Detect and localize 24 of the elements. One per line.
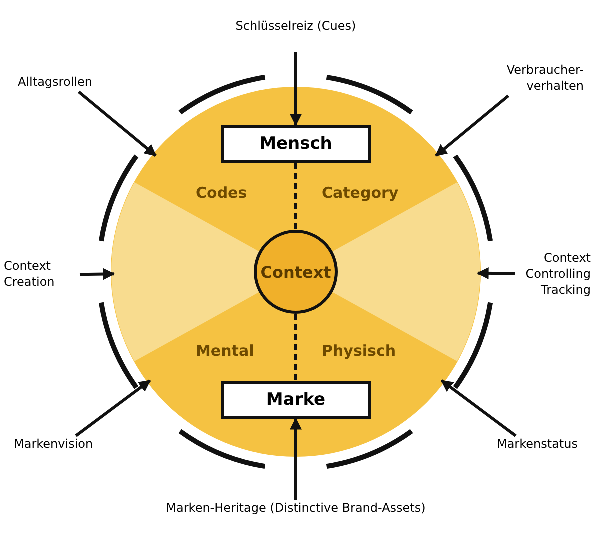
sector-label: Mental <box>196 344 254 359</box>
label-box: Mensch <box>221 125 371 163</box>
sector-label: Category <box>322 186 399 201</box>
caption-text: Alltagsrollen <box>18 74 118 92</box>
caption-text: Markenstatus <box>478 436 578 454</box>
caption-text: Context Controlling Tracking <box>515 250 591 298</box>
dashed-connector <box>294 314 298 381</box>
caption-text: Schlüsselreiz (Cues) <box>226 18 366 52</box>
arrow <box>78 90 157 157</box>
arrow <box>80 268 116 280</box>
arrow <box>75 380 152 438</box>
arrow <box>440 380 517 438</box>
caption-text: Marken-Heritage (Distinctive Brand-Assets) <box>166 500 426 534</box>
dashed-connector <box>294 163 298 230</box>
sector-label: Codes <box>196 186 248 201</box>
label-box: Marke <box>221 381 371 419</box>
arrow <box>476 268 516 280</box>
caption-text: Verbraucher- verhalten <box>474 62 584 96</box>
arrow <box>290 52 302 126</box>
sector-label: Physisch <box>322 344 396 359</box>
caption-text: Context Creation <box>4 258 80 292</box>
caption-text: Markenvision <box>14 436 114 454</box>
arrow <box>290 418 302 500</box>
arrow <box>435 94 510 158</box>
